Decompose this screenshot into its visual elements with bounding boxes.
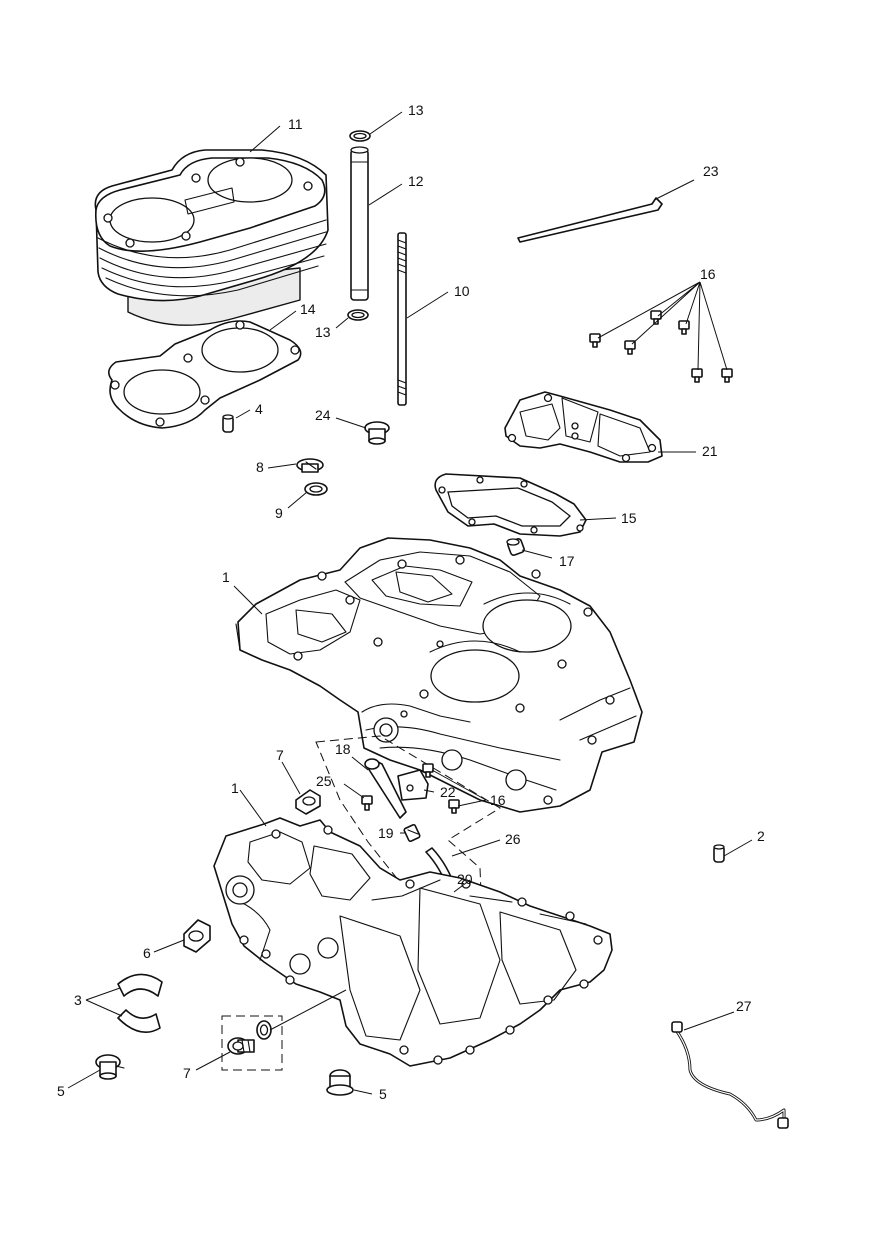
- cover-part-21[interactable]: [504, 391, 663, 463]
- cylinder-block-part-11[interactable]: [94, 149, 329, 326]
- callout-26: 26: [505, 831, 521, 847]
- callout-16-upper: 16: [700, 266, 716, 282]
- plug-part-5-left[interactable]: [95, 1054, 125, 1080]
- callout-13-upper: 13: [408, 102, 424, 118]
- base-gasket-part-14[interactable]: [108, 320, 302, 429]
- callout-14: 14: [300, 301, 316, 317]
- callout-20: 20: [457, 871, 473, 887]
- callout-24: 24: [315, 407, 331, 423]
- callout-13-lower: 13: [315, 324, 331, 340]
- o-ring-part-13-lower[interactable]: [347, 309, 369, 321]
- bracket-part-22[interactable]: [397, 769, 429, 801]
- plug-part-24[interactable]: [364, 421, 390, 445]
- bearing-shells-part-3[interactable]: [117, 973, 163, 1034]
- leader-lines: [67, 111, 753, 1095]
- callout-8: 8: [256, 459, 264, 475]
- callout-10: 10: [454, 283, 470, 299]
- callout-1-lower: 1: [231, 780, 239, 796]
- cover-gasket-part-15[interactable]: [434, 473, 587, 537]
- dowel-part-2[interactable]: [713, 844, 725, 863]
- callout-7-upper: 7: [276, 747, 284, 763]
- callout-27: 27: [736, 998, 752, 1014]
- callout-5-bottom: 5: [379, 1086, 387, 1102]
- bush-part-6[interactable]: [183, 919, 211, 953]
- cylinder-stud-part-10[interactable]: [397, 232, 407, 406]
- washer-part-7[interactable]: [256, 1020, 272, 1040]
- sensor-harness-part-27[interactable]: [671, 1021, 789, 1129]
- callout-18: 18: [335, 741, 351, 757]
- plug-part-7-lower[interactable]: [227, 1037, 255, 1055]
- callout-2: 2: [757, 828, 765, 844]
- callout-12: 12: [408, 173, 424, 189]
- callout-labels: 11 13 12 10 13 14 4 24 8 9 23 16 21 15 1…: [57, 102, 765, 1102]
- upper-crankcase-part-1[interactable]: [235, 537, 643, 813]
- lower-crankcase-part-1[interactable]: [213, 817, 613, 1067]
- callout-11: 11: [288, 116, 303, 132]
- filter-part-19[interactable]: [403, 823, 421, 843]
- callout-4: 4: [255, 401, 263, 417]
- callout-17: 17: [559, 553, 575, 569]
- fitting-part-17[interactable]: [506, 538, 525, 556]
- callout-9: 9: [275, 505, 283, 521]
- oil-pickup-assembly-outline: [315, 735, 501, 921]
- oil-tube-part-12[interactable]: [350, 146, 369, 301]
- washer-part-9[interactable]: [304, 482, 328, 496]
- callout-6: 6: [143, 945, 151, 961]
- callout-21: 21: [702, 443, 718, 459]
- callout-15: 15: [621, 510, 637, 526]
- plug-part-7-upper[interactable]: [295, 789, 321, 815]
- dipstick-part-23[interactable]: [517, 197, 663, 243]
- plug-part-5-bottom[interactable]: [326, 1069, 354, 1096]
- callout-7-lower: 7: [183, 1065, 191, 1081]
- callout-22: 22: [440, 784, 456, 800]
- o-ring-part-13-upper[interactable]: [349, 130, 371, 142]
- callout-25: 25: [316, 773, 332, 789]
- bolts-part-16[interactable]: [589, 310, 733, 383]
- callout-23: 23: [703, 163, 719, 179]
- dowel-part-4[interactable]: [222, 414, 234, 433]
- callout-19: 19: [378, 825, 394, 841]
- bolt-part-25[interactable]: [361, 795, 373, 811]
- callout-3: 3: [74, 992, 82, 1008]
- plug-part-8[interactable]: [296, 458, 324, 473]
- bolts-part-16-lower[interactable]: [422, 763, 460, 814]
- plug-part-7-lower-group: [221, 1015, 283, 1071]
- callout-1-upper: 1: [222, 569, 230, 585]
- oil-pipe-part-18[interactable]: [364, 758, 407, 819]
- callout-5-left: 5: [57, 1083, 65, 1099]
- callout-16-lower: 16: [490, 792, 506, 808]
